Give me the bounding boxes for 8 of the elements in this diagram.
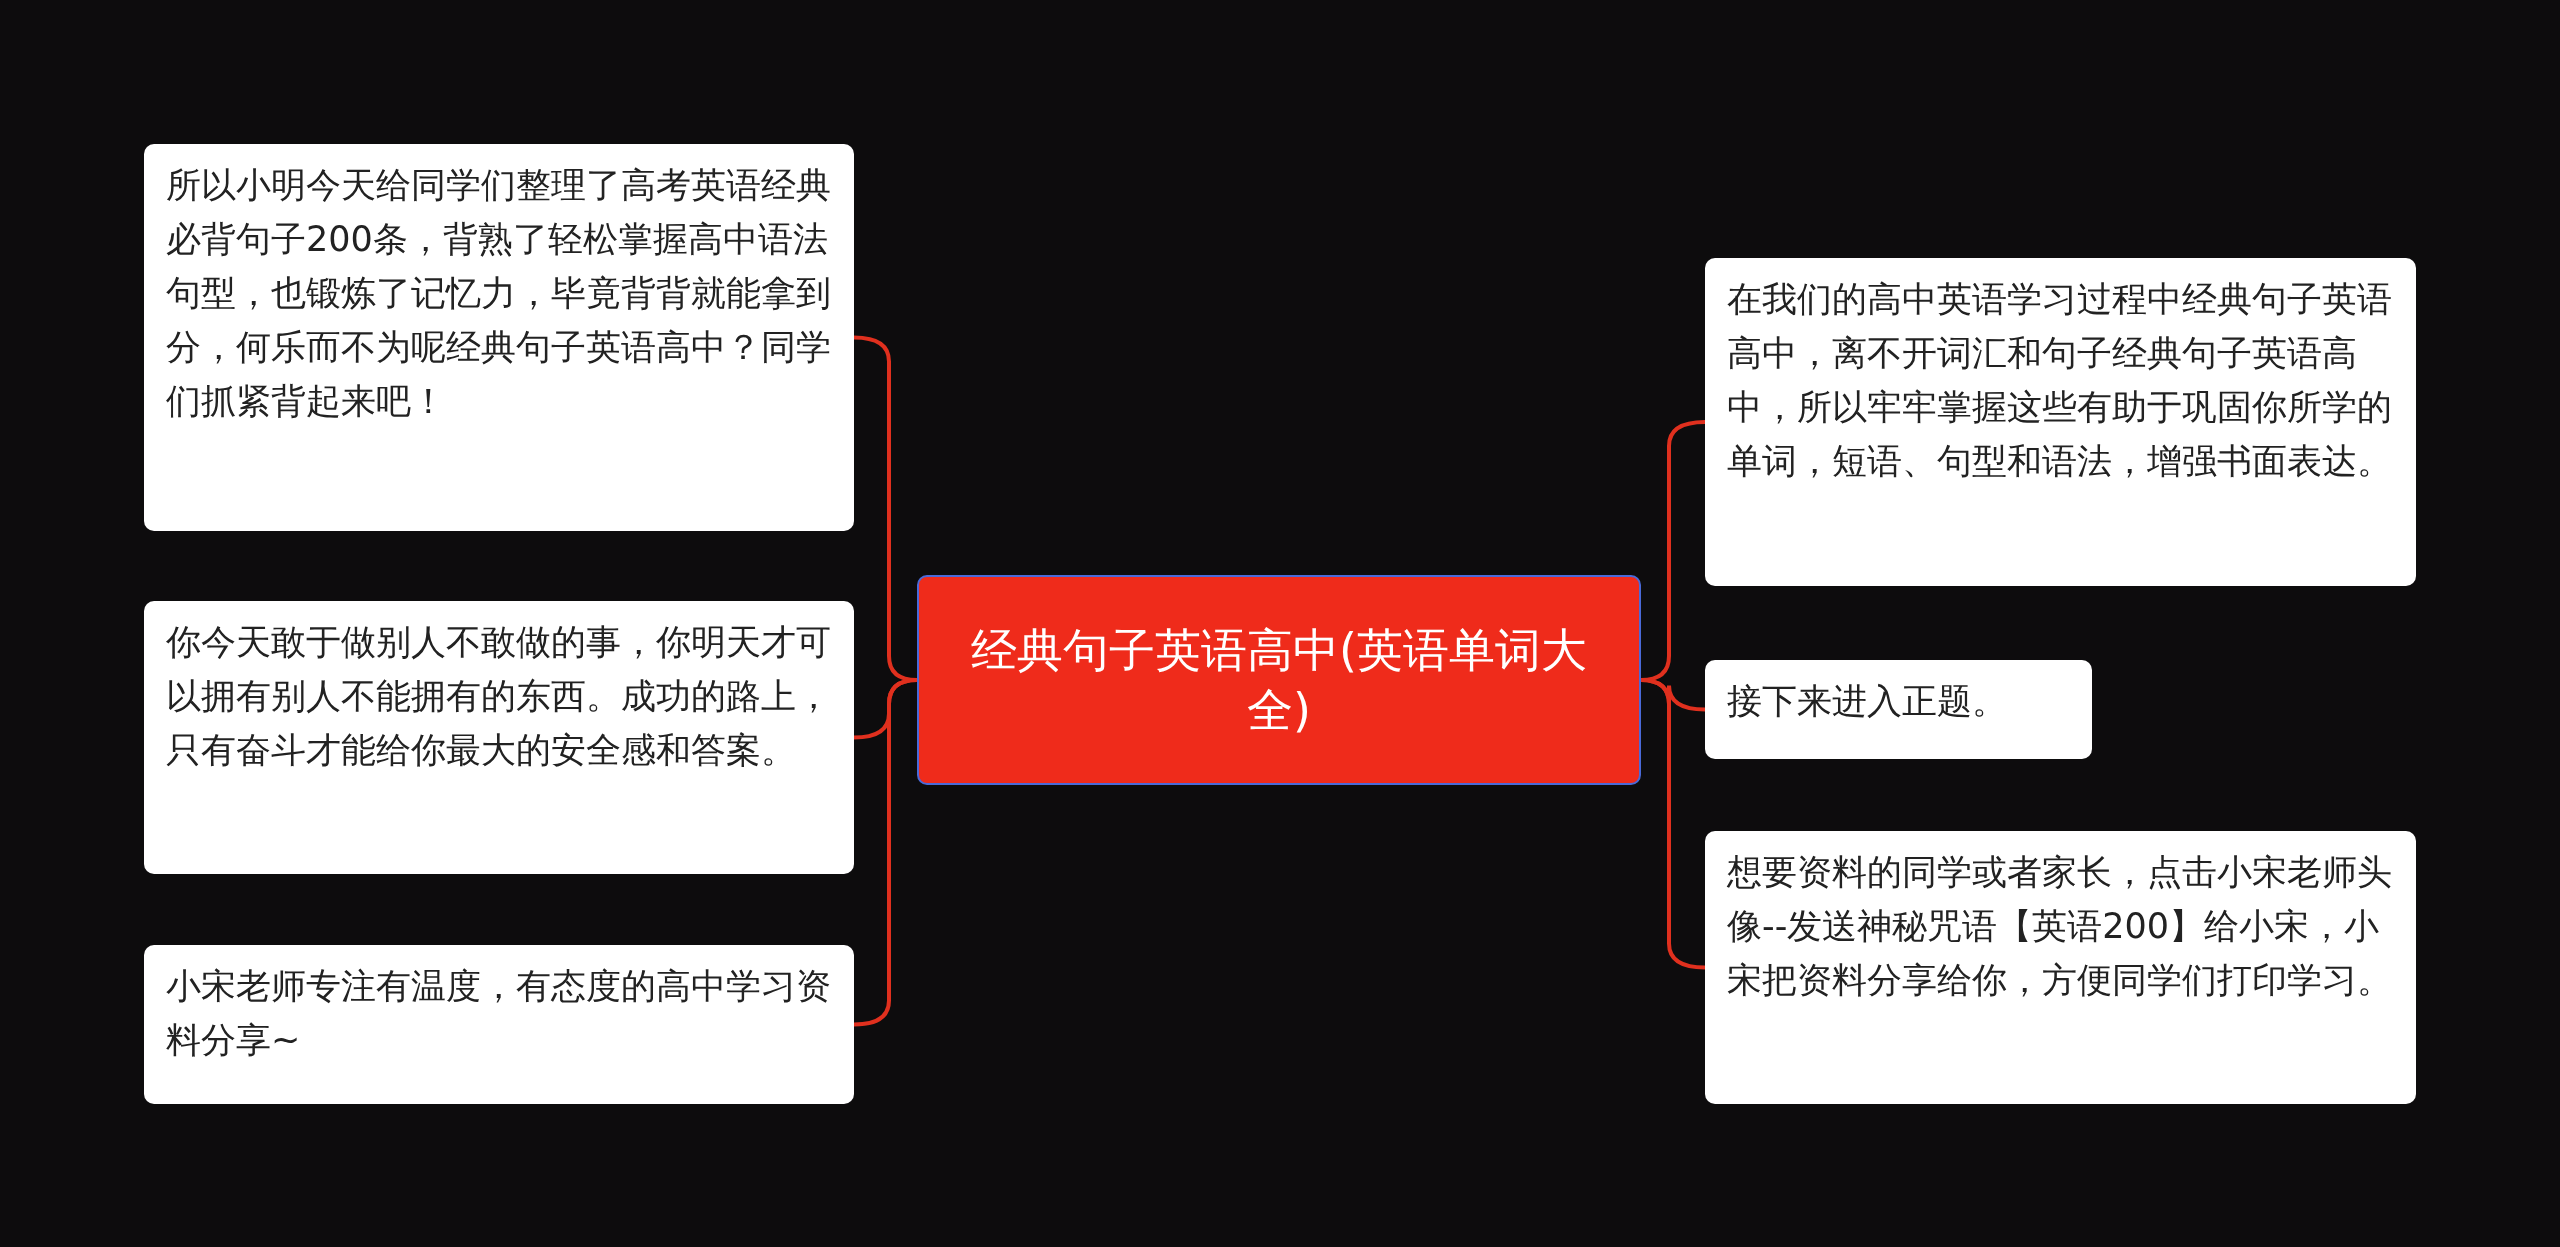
text-box: 接下来进入正题。	[1705, 660, 2092, 759]
text-box: 所以小明今天给同学们整理了高考英语经典必背句子200条，背熟了轻松掌握高中语法句型，也锻炼了记忆力，毕竟背背就能拿到分，何乐而不为呢经典句子英语高中？同学们抓紧背起来吧！	[144, 144, 854, 531]
text-box: 小宋老师专注有温度，有态度的高中学习资料分享~	[144, 945, 854, 1104]
text-box: 在我们的高中英语学习过程中经典句子英语高中，离不开词汇和句子经典句子英语高中，所以牢牢掌握这些有助于巩固你所学的单词，短语、句型和语法，增强书面表达。	[1705, 258, 2416, 586]
text-box: 你今天敢于做别人不敢做的事，你明天才可以拥有别人不能拥有的东西。成功的路上，只有奋斗才能给你最大的安全感和答案。	[144, 601, 854, 874]
topic-box: 经典句子英语高中(英语单词大全)	[917, 575, 1641, 785]
connector	[1640, 678, 1706, 970]
text-box: 想要资料的同学或者家长，点击小宋老师头像--发送神秘咒语【英语200】给小宋，小宋把资料分享给你，方便同学们打印学习。	[1705, 831, 2416, 1104]
